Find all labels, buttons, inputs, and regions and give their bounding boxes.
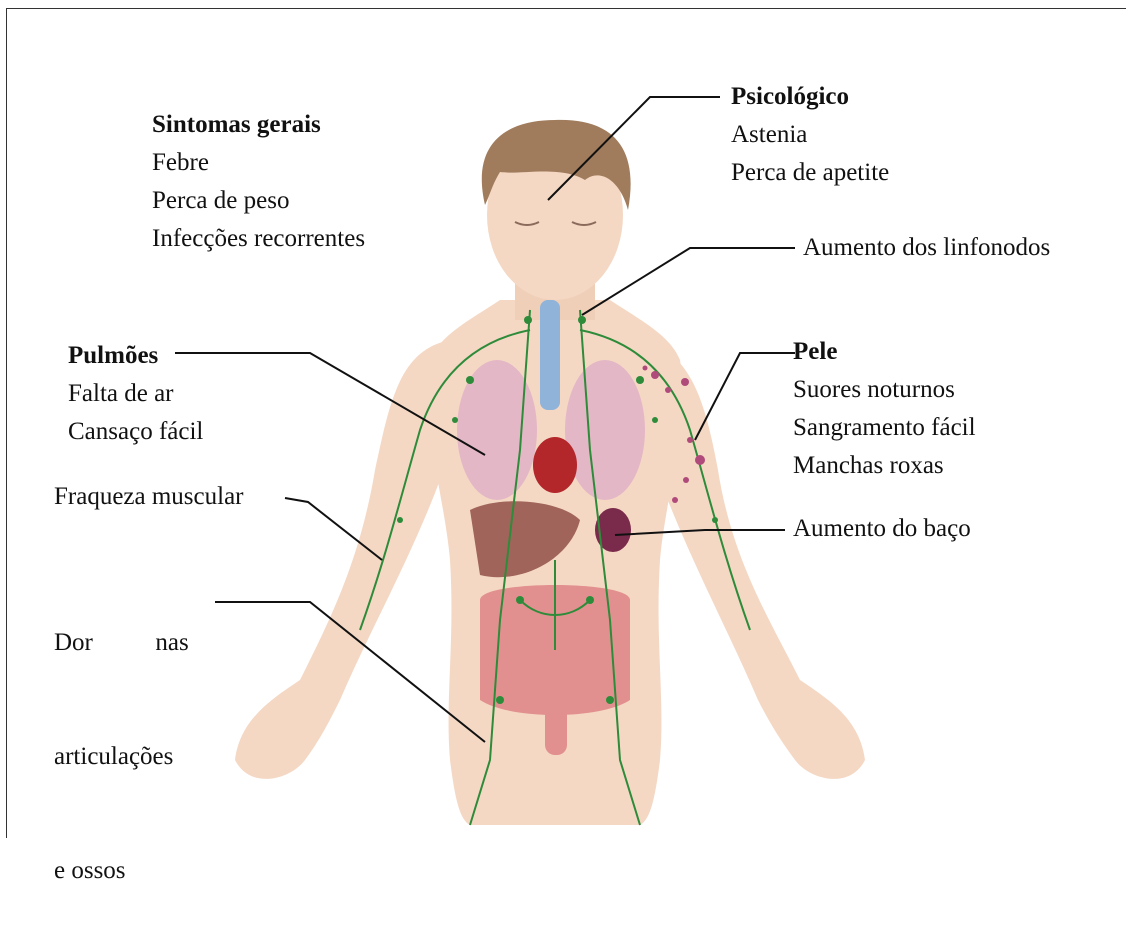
pele-title: Pele <box>793 333 976 371</box>
pele-item: Sangramento fácil <box>793 409 976 447</box>
articulacoes-line: Dor nas <box>54 624 189 662</box>
leader-pele <box>695 353 795 440</box>
label-articulacoes: Dor nas articulações e ossos <box>54 548 189 928</box>
pulmoes-item: Falta de ar <box>68 375 203 413</box>
sintomas-gerais-item: Infecções recorrentes <box>152 220 365 258</box>
organs <box>457 300 645 755</box>
trachea <box>540 300 560 410</box>
psicologico-item: Perca de apetite <box>731 154 889 192</box>
pulmoes-title: Pulmões <box>68 337 203 375</box>
label-pele: Pele Suores noturnos Sangramento fácil M… <box>793 333 976 485</box>
psicologico-title: Psicológico <box>731 78 889 116</box>
sintomas-gerais-item: Perca de peso <box>152 182 365 220</box>
linfonodos-text: Aumento dos linfonodos <box>803 229 1050 267</box>
pele-item: Suores noturnos <box>793 371 976 409</box>
sintomas-gerais-title: Sintomas gerais <box>152 106 365 144</box>
sintomas-gerais-item: Febre <box>152 144 365 182</box>
fraqueza-text: Fraqueza muscular <box>54 478 244 516</box>
articulacoes-line: articulações <box>54 738 189 776</box>
rectum <box>545 695 567 755</box>
left-arm <box>235 340 450 779</box>
label-sintomas-gerais: Sintomas gerais Febre Perca de peso Infe… <box>152 106 365 258</box>
pele-item: Manchas roxas <box>793 447 976 485</box>
label-linfonodos: Aumento dos linfonodos <box>803 229 1050 267</box>
baco-text: Aumento do baço <box>793 510 971 548</box>
heart <box>533 437 577 493</box>
psicologico-item: Astenia <box>731 116 889 154</box>
label-fraqueza: Fraqueza muscular <box>54 478 244 516</box>
pulmoes-item: Cansaço fácil <box>68 413 203 451</box>
label-baco: Aumento do baço <box>793 510 971 548</box>
label-pulmoes: Pulmões Falta de ar Cansaço fácil <box>68 337 203 451</box>
articulacoes-line: e ossos <box>54 852 189 890</box>
label-psicologico: Psicológico Astenia Perca de apetite <box>731 78 889 192</box>
lung-right <box>565 360 645 500</box>
